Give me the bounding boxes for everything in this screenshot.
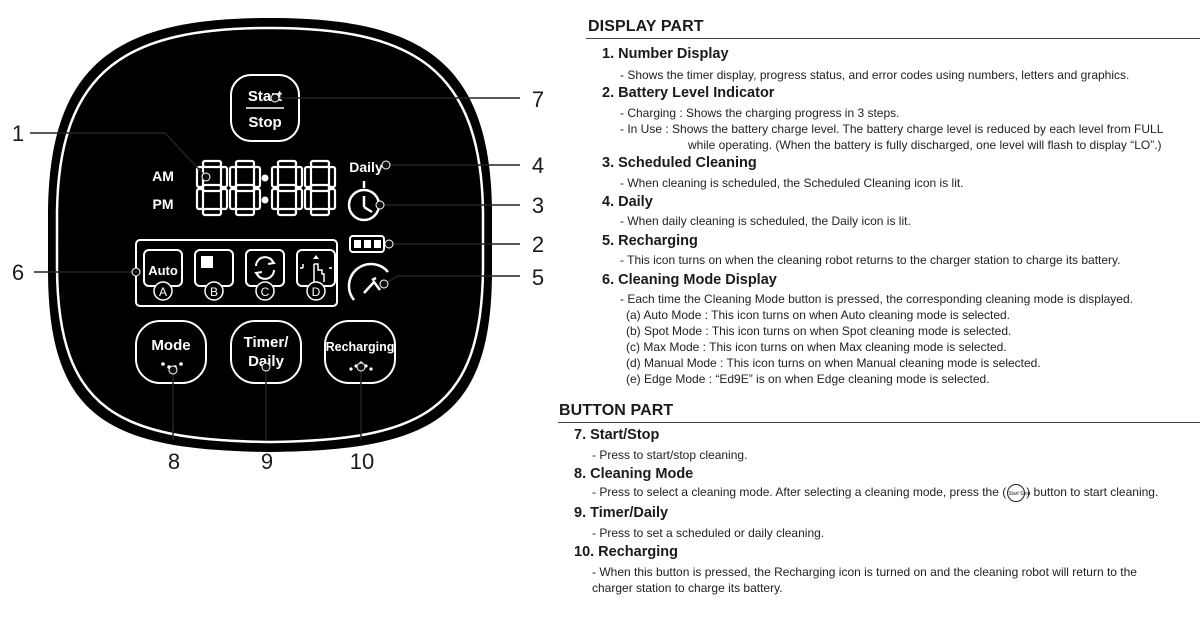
display-item-title: 3. Scheduled Cleaning: [602, 155, 757, 171]
display-item-line: (d) Manual Mode : This icon turns on whe…: [626, 356, 1041, 370]
display-item-line: (b) Spot Mode : This icon turns on when …: [626, 324, 1012, 338]
callout-6: 6: [12, 260, 24, 285]
display-item-line: - Charging : Shows the charging progress…: [620, 106, 900, 120]
mode-letter-b: B: [210, 285, 218, 299]
line-before-glyph: - Press to select a cleaning mode. After…: [592, 485, 1007, 500]
display-item-line: - This icon turns on when the cleaning r…: [620, 253, 1121, 267]
callout-10: 10: [350, 449, 374, 474]
display-item-line: - When daily cleaning is scheduled, the …: [620, 214, 911, 228]
panel-svg: Start Stop AM PM Daily Auto A: [12, 18, 544, 474]
manual-text: DISPLAY PART 1. Number Display - Shows th…: [556, 0, 1200, 616]
button-item-line: - Press to start/stop cleaning.: [592, 448, 748, 462]
button-item-line: - When this button is pressed, the Recha…: [592, 565, 1137, 579]
display-item-line: (c) Max Mode : This icon turns on when M…: [626, 340, 1007, 354]
button-item-line: - Press to set a scheduled or daily clea…: [592, 526, 825, 540]
display-item-line: - Each time the Cleaning Mode button is …: [620, 292, 1133, 306]
display-part-heading: DISPLAY PART: [588, 18, 704, 35]
display-item-title: 2. Battery Level Indicator: [602, 85, 775, 101]
button-item-title: 7. Start/Stop: [574, 427, 660, 443]
pm-indicator: PM: [153, 196, 174, 212]
recharging-button-label: Recharging: [326, 340, 395, 354]
stop-label: Stop: [248, 114, 281, 131]
display-item-title: 1. Number Display: [602, 46, 729, 62]
display-item-line: (e) Edge Mode : “Ed9E” is on when Edge c…: [626, 372, 990, 386]
display-item-title: 5. Recharging: [602, 233, 698, 249]
display-item-title: 4. Daily: [602, 194, 653, 210]
display-item-line: - In Use : Shows the battery charge leve…: [620, 122, 1164, 136]
panel-white-ring: [55, 26, 485, 444]
button-part-heading: BUTTON PART: [559, 402, 674, 419]
callout-1: 1: [12, 121, 24, 146]
display-item-line: while operating. (When the battery is fu…: [688, 138, 1162, 152]
start-stop-glyph-icon: Start Stop: [1007, 484, 1030, 502]
callout-5: 5: [532, 265, 544, 290]
display-part-rule: [586, 38, 1200, 39]
display-item-title: 6. Cleaning Mode Display: [602, 272, 777, 288]
callout-lines: [30, 97, 520, 440]
mode-spot-icon: B: [194, 249, 234, 301]
daily-indicator: Daily: [349, 159, 383, 175]
callout-8: 8: [168, 449, 180, 474]
mode-letter-c: C: [261, 285, 270, 299]
display-item-line: - Shows the timer display, progress stat…: [620, 68, 1130, 82]
callout-2: 2: [532, 232, 544, 257]
mode-button[interactable]: Mode: [135, 320, 207, 384]
number-display: [195, 159, 337, 217]
mode-letter-a: A: [159, 285, 167, 299]
battery-level-icon: [349, 235, 385, 253]
button-item-line: - Press to select a cleaning mode. After…: [592, 484, 1158, 502]
line-after-glyph: ) button to start cleaning.: [1026, 485, 1159, 500]
button-item-title: 8. Cleaning Mode: [574, 466, 694, 482]
button-item-title: 9. Timer/Daily: [574, 505, 669, 521]
daily-label: Daily: [248, 353, 285, 370]
start-stop-button[interactable]: Start Stop: [230, 74, 300, 142]
mode-button-label: Mode: [151, 337, 190, 354]
mode-letter-d: D: [312, 285, 321, 299]
callout-9: 9: [261, 449, 273, 474]
callout-4: 4: [532, 153, 544, 178]
button-item-line: charger station to charge its battery.: [592, 581, 783, 595]
recharging-indicator-icon: [347, 262, 389, 301]
mode-manual-icon: D: [296, 249, 336, 301]
callout-dots: [131, 93, 394, 375]
display-item-line: (a) Auto Mode : This icon turns on when …: [626, 308, 1010, 322]
control-panel-diagram: Start Stop AM PM Daily Auto A: [0, 0, 560, 616]
mode-auto-icon: Auto A: [143, 249, 183, 301]
svg-text:Auto: Auto: [148, 263, 178, 278]
am-indicator: AM: [152, 168, 174, 184]
recharging-button[interactable]: Recharging: [324, 320, 396, 384]
callout-7: 7: [532, 87, 544, 112]
callout-3: 3: [532, 193, 544, 218]
mode-max-icon: C: [245, 249, 285, 301]
button-item-title: 10. Recharging: [574, 544, 678, 560]
button-part-rule: [558, 422, 1200, 423]
timer-label: Timer/: [244, 334, 290, 351]
display-item-line: - When cleaning is scheduled, the Schedu…: [620, 176, 964, 190]
